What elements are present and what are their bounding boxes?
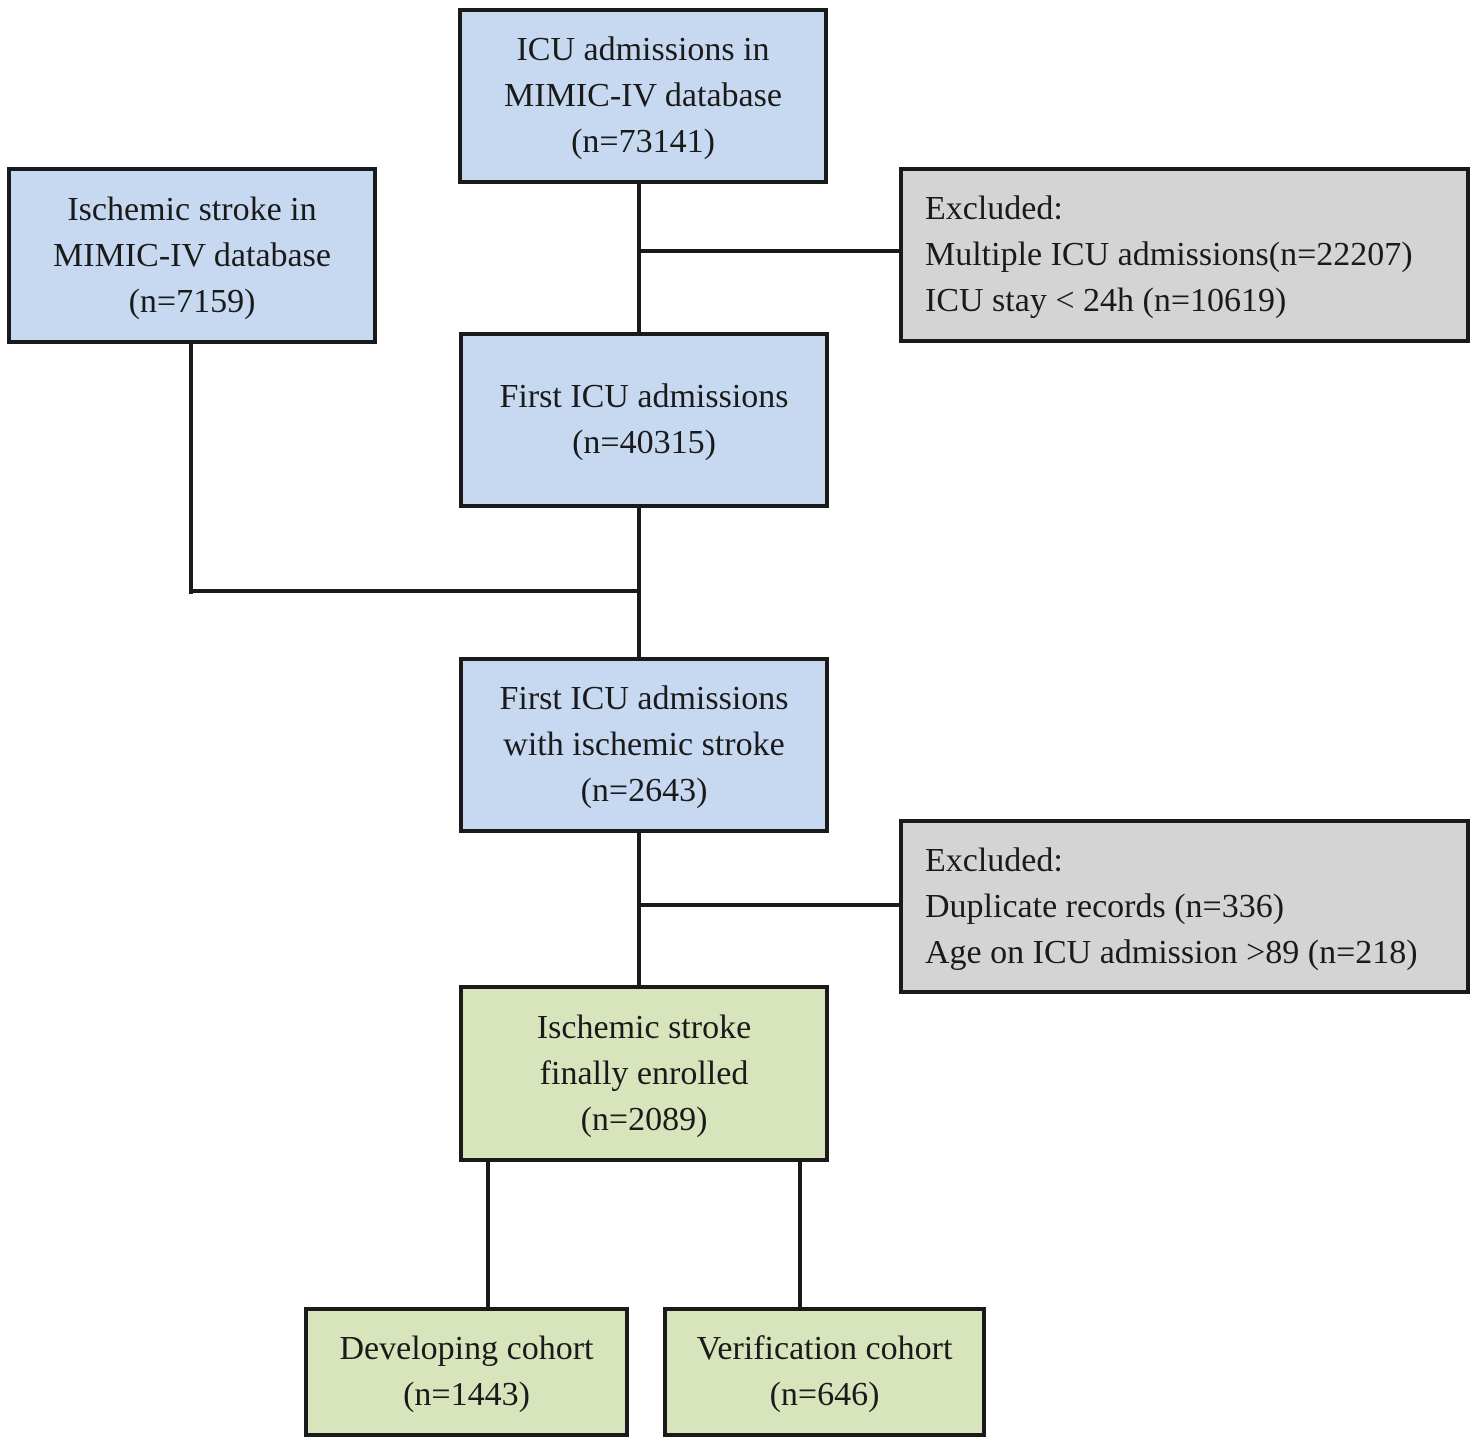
box-line: (n=73141): [571, 123, 715, 160]
developing-cohort-box: Developing cohort (n=1443): [304, 1307, 629, 1437]
box-line: First ICU admissions: [499, 680, 789, 717]
box-line: with ischemic stroke: [503, 726, 785, 763]
box-line: (n=646): [769, 1376, 880, 1413]
box-line: Age on ICU admission >89 (n=218): [925, 933, 1418, 971]
connector-to-verification: [798, 1159, 802, 1310]
box-line: finally enrolled: [539, 1054, 749, 1092]
box-line: (n=40315): [572, 424, 716, 461]
connector-stroke-horizontal: [189, 589, 641, 593]
connector-stroke-down: [189, 342, 193, 594]
connector-to-excluded-1: [637, 249, 901, 253]
box-line: ICU admissions in: [516, 31, 770, 68]
box-line: MIMIC-IV database: [504, 77, 782, 114]
excluded-box-2: Excluded: Duplicate records (n=336) Age …: [899, 819, 1470, 994]
verification-cohort-box: Verification cohort (n=646): [663, 1307, 986, 1437]
box-line: Developing cohort: [339, 1330, 594, 1367]
box-line: Ischemic stroke: [536, 1008, 752, 1046]
connector-first-to-stroke: [637, 506, 641, 660]
box-line: Excluded:: [925, 841, 1063, 879]
excluded-box-1: Excluded: Multiple ICU admissions(n=2220…: [899, 167, 1470, 343]
connector-to-excluded-2: [637, 903, 901, 907]
box-line: (n=7159): [128, 282, 256, 320]
connector-to-developing: [486, 1159, 490, 1310]
box-line: MIMIC-IV database: [53, 236, 331, 274]
ischemic-stroke-db-box: Ischemic stroke in MIMIC-IV database (n=…: [7, 167, 377, 344]
box-line: ICU stay < 24h (n=10619): [925, 282, 1287, 319]
box-line: Ischemic stroke in: [67, 190, 317, 228]
box-line: First ICU admissions: [499, 378, 789, 415]
box-line: Verification cohort: [696, 1330, 953, 1367]
icu-admissions-box: ICU admissions in MIMIC-IV database (n=7…: [458, 8, 828, 184]
box-line: Multiple ICU admissions(n=22207): [925, 236, 1413, 273]
box-line: Duplicate records (n=336): [925, 887, 1285, 925]
finally-enrolled-box: Ischemic stroke finally enrolled (n=2089…: [459, 985, 829, 1162]
box-line: (n=2089): [580, 1100, 708, 1138]
box-line: (n=1443): [403, 1376, 530, 1413]
box-line: (n=2643): [580, 772, 708, 809]
connector-icu-to-first: [637, 182, 641, 334]
connector-stroke-to-enrolled: [637, 831, 641, 987]
first-icu-stroke-box: First ICU admissions with ischemic strok…: [459, 657, 829, 833]
first-icu-box: First ICU admissions (n=40315): [459, 332, 829, 508]
box-line: Excluded:: [925, 190, 1063, 227]
